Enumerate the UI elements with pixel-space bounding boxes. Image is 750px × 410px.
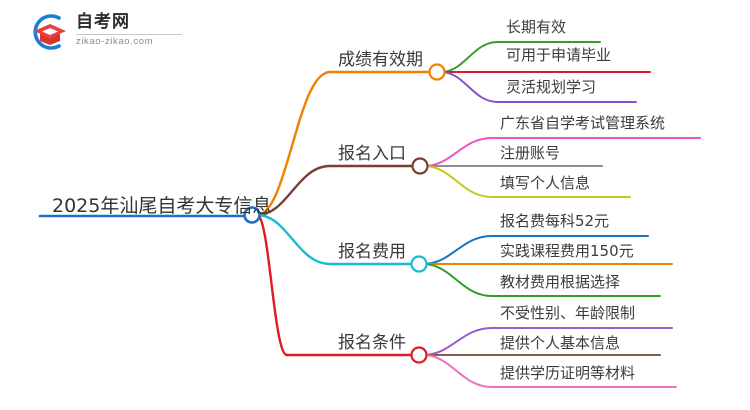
leaf-label-3-2: 提供学历证明等材料 [500,364,636,382]
logo-name-cn: 自考网 [76,12,130,32]
leaf-label-1-0: 广东省自学考试管理系统 [500,114,666,132]
leaf-label-2-0: 报名费每科52元 [500,212,610,230]
leaf-curve-3-0 [422,327,493,356]
branch-curve-1 [255,164,332,217]
branch-label-3: 报名条件 [338,333,406,353]
leaf-label-3-1: 提供个人基本信息 [500,334,621,352]
branch-curve-0 [255,70,332,217]
site-logo: 自考网 zikao-zikao.com [28,10,188,54]
logo-divider [76,34,182,35]
leaf-label-2-2: 教材费用根据选择 [500,273,621,291]
branch-label-0: 成绩有效期 [338,50,423,70]
branch-node-0[interactable] [428,63,446,81]
branch-curve-2 [255,213,332,266]
branch-node-3[interactable] [410,346,428,364]
leaf-label-2-1: 实践课程费用150元 [500,242,634,260]
leaf-curve-2-2 [422,263,493,297]
leaf-curve-0-2 [440,71,499,103]
logo-url: zikao-zikao.com [76,36,154,47]
logo-mark-icon [33,14,66,50]
root-node[interactable] [243,206,261,224]
branch-label-1: 报名入口 [338,144,406,164]
branch-node-2[interactable] [410,255,428,273]
leaf-curve-2-0 [422,235,493,265]
logo-text: 自考网 zikao-zikao.com [76,10,188,54]
leaf-curve-3-2 [422,354,493,388]
leaf-label-0-2: 灵活规划学习 [506,78,597,96]
leaf-label-1-1: 注册账号 [500,144,561,162]
leaf-label-0-1: 可用于申请毕业 [506,46,612,64]
branch-curve-3 [255,213,289,357]
leaf-curve-1-0 [423,137,493,167]
branch-node-1[interactable] [411,157,429,175]
leaf-label-3-0: 不受性别、年龄限制 [500,304,636,322]
leaf-label-0-0: 长期有效 [506,18,567,36]
branch-label-2: 报名费用 [338,242,406,262]
leaf-curve-1-2 [423,165,493,198]
root-label: 2025年汕尾自考大专信息 [52,195,272,217]
leaf-curve-0-0 [440,41,499,73]
leaf-label-1-2: 填写个人信息 [500,174,591,192]
